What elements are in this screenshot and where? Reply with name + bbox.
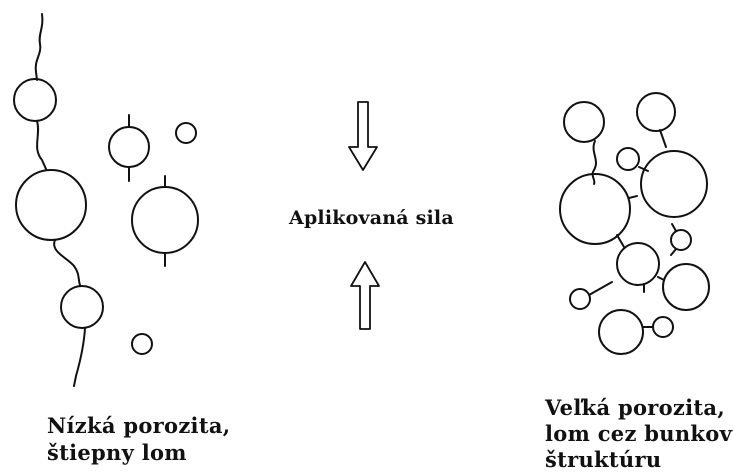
pore-circle — [559, 173, 631, 245]
pore-circle — [569, 288, 591, 310]
low-porosity-caption-line: štiepny lom — [47, 440, 187, 465]
pore-circle — [652, 316, 674, 338]
high-porosity-caption: Veľká porozita, lom cez bunkovú štruktúr… — [545, 395, 733, 472]
high-porosity-caption-line: lom cez bunkovú — [545, 421, 733, 446]
high-porosity-caption-line: Veľká porozita, — [545, 395, 725, 420]
pore-circle — [131, 333, 153, 355]
pore-circle — [175, 122, 197, 144]
pore-circle — [670, 229, 692, 251]
crack-connector — [628, 195, 638, 199]
crack-path — [53, 239, 81, 286]
high-porosity-structure — [559, 92, 710, 355]
low-porosity-structure — [13, 13, 199, 387]
arrow-up-icon — [350, 261, 380, 330]
pore-circle — [616, 147, 640, 171]
low-porosity-caption: Nízká porozita, štiepny lom — [47, 412, 230, 466]
crack-connector — [657, 276, 665, 281]
crack-connector — [591, 140, 597, 185]
arrow-down-icon — [348, 101, 378, 171]
pore-circle — [563, 101, 605, 143]
crack-connector — [588, 281, 613, 296]
pore-circle — [640, 150, 708, 218]
pore-circle — [662, 263, 710, 311]
low-porosity-caption-line: Nízká porozita, — [47, 413, 231, 438]
high-porosity-caption-line: štruktúru — [545, 447, 662, 472]
crack-connector — [671, 223, 677, 232]
crack-path — [73, 327, 86, 387]
pore-circle — [598, 309, 644, 355]
pore-circle — [636, 92, 676, 132]
crack-connector — [670, 248, 677, 256]
pore-circle — [131, 186, 199, 254]
pore-circle — [60, 285, 104, 329]
crack-path — [36, 120, 47, 170]
crack-connector — [616, 234, 625, 248]
pore-circle — [15, 169, 87, 241]
applied-force-label: Aplikovaná sila — [289, 207, 454, 229]
pore-circle — [108, 126, 150, 168]
pore-circle — [616, 242, 660, 286]
crack-path — [34, 13, 44, 81]
pore-circle — [13, 78, 57, 122]
applied-force-arrows — [348, 101, 380, 330]
crack-connector — [659, 129, 667, 148]
